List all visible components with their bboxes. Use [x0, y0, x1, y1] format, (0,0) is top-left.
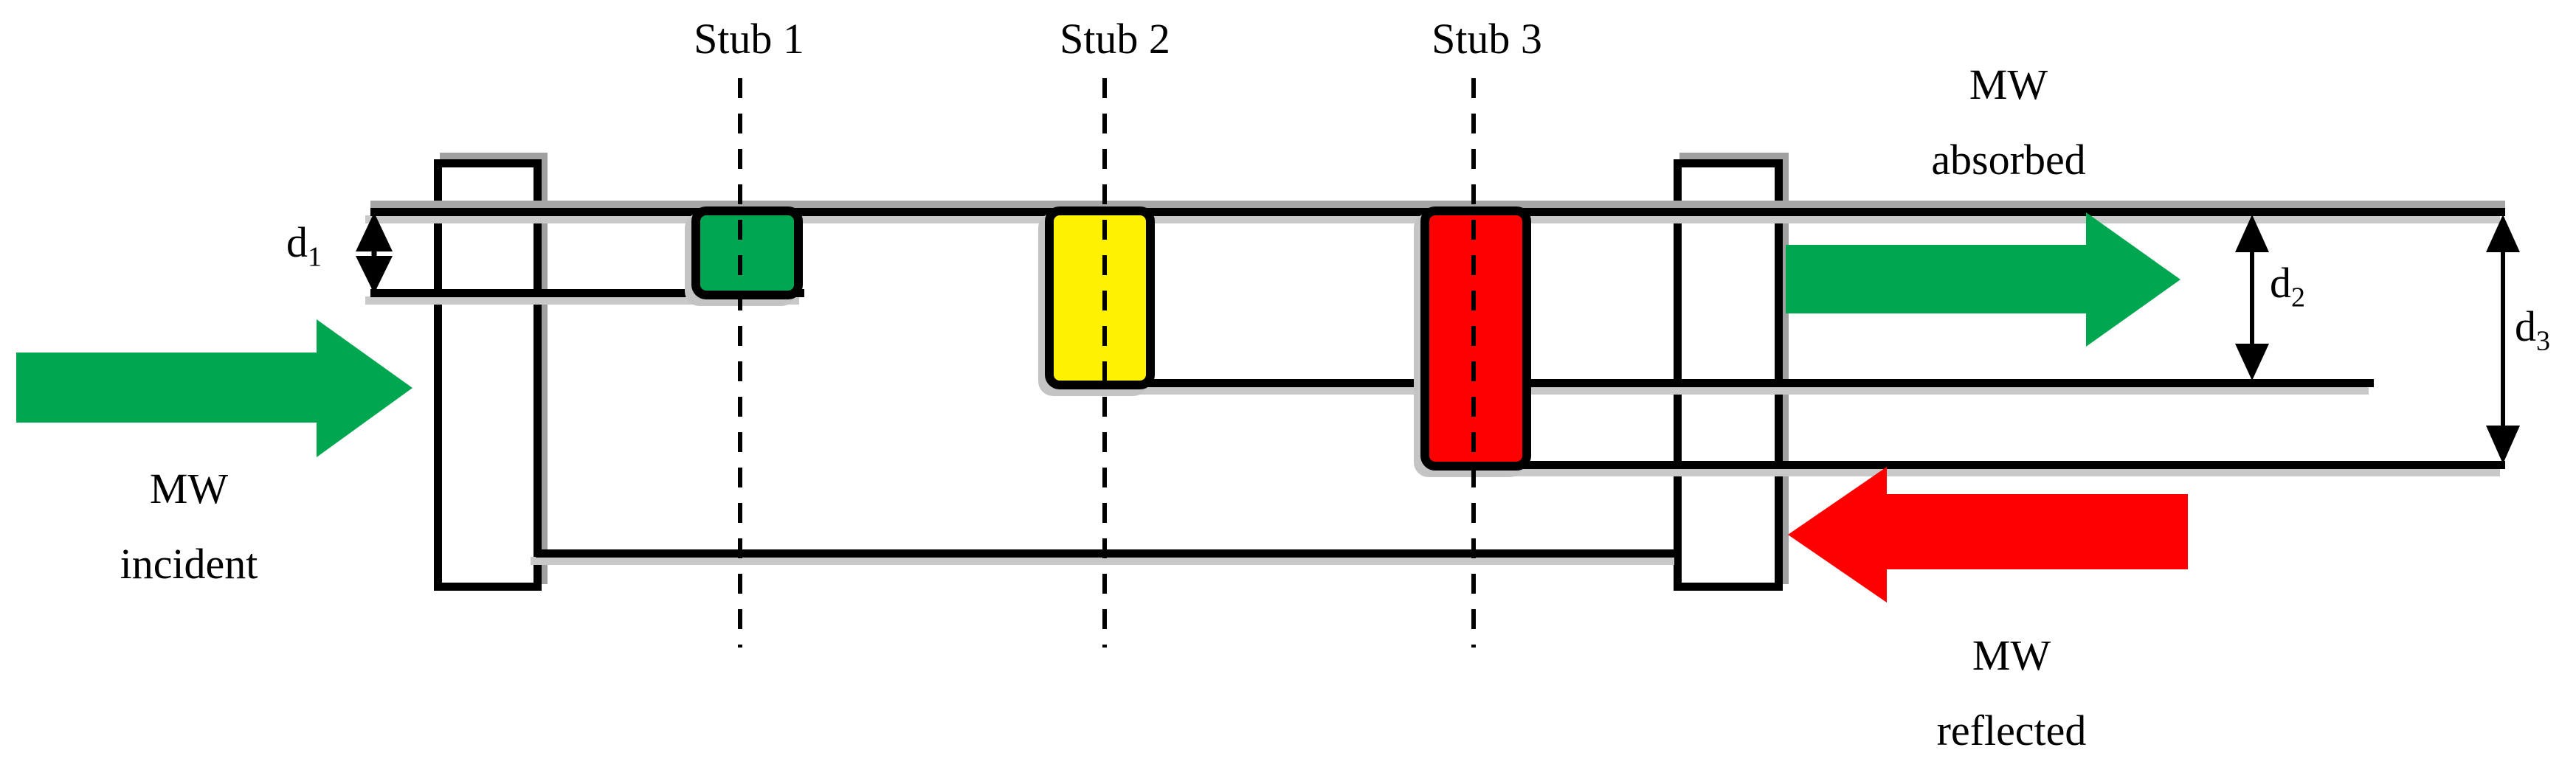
stub-2-label: Stub 2 — [1060, 15, 1170, 63]
mw-reflected-arrow-icon — [1788, 467, 2188, 603]
stub-3-label: Stub 3 — [1432, 15, 1542, 63]
d3-dimension-label: d3 — [2515, 305, 2550, 355]
d3-label-base: d — [2515, 302, 2536, 350]
mw-absorbed-arrow-icon — [1786, 212, 2180, 347]
mw-reflected-label: MW reflected — [1753, 618, 2270, 768]
d3-up-arrowhead-icon — [2486, 215, 2520, 252]
mw-incident-label: MW incident — [0, 451, 447, 602]
d1-label-subscript: 1 — [308, 241, 322, 273]
mw-absorbed-label: MW absorbed — [1750, 47, 2267, 198]
d1-down-arrowhead-icon — [356, 256, 393, 294]
stub-2-block — [1045, 206, 1155, 389]
d2-label-base: d — [2270, 259, 2291, 307]
d3-down-arrowhead-icon — [2486, 426, 2520, 464]
d2-up-arrowhead-icon — [2235, 215, 2269, 252]
d1-up-arrowhead-icon — [356, 212, 393, 251]
d2-dimension-arrow-icon — [2235, 215, 2269, 381]
stub-3-block — [1420, 206, 1531, 471]
d1-dimension-arrow-icon — [356, 212, 393, 294]
d2-down-arrowhead-icon — [2235, 344, 2269, 381]
d1-dimension-label: d1 — [286, 221, 322, 271]
left-flange — [434, 159, 542, 591]
waveguide-d1-bottom-wall-line — [370, 289, 804, 297]
mw-incident-label-line1: MW — [149, 465, 229, 513]
waveguide-d2-bottom-wall-line — [1055, 379, 2374, 387]
mw-reflected-label-line2: reflected — [1936, 707, 2087, 754]
stub-1-block — [691, 206, 803, 299]
d1-label-base: d — [286, 218, 308, 266]
waveguide-outer-bottom-wall-line — [536, 549, 1679, 558]
right-flange — [1674, 159, 1783, 591]
d2-label-subscript: 2 — [2291, 282, 2305, 313]
d3-label-subscript: 3 — [2536, 325, 2550, 357]
mw-incident-arrow-icon — [16, 319, 412, 457]
mw-absorbed-label-line1: MW — [1969, 60, 2048, 108]
mw-incident-label-line2: incident — [120, 540, 258, 588]
waveguide-d3-bottom-wall-line — [1468, 461, 2505, 469]
mw-reflected-label-line1: MW — [1972, 631, 2051, 679]
stub-1-label: Stub 1 — [694, 15, 804, 63]
d2-dimension-label: d2 — [2270, 262, 2305, 312]
mw-absorbed-label-line2: absorbed — [1931, 136, 2086, 184]
